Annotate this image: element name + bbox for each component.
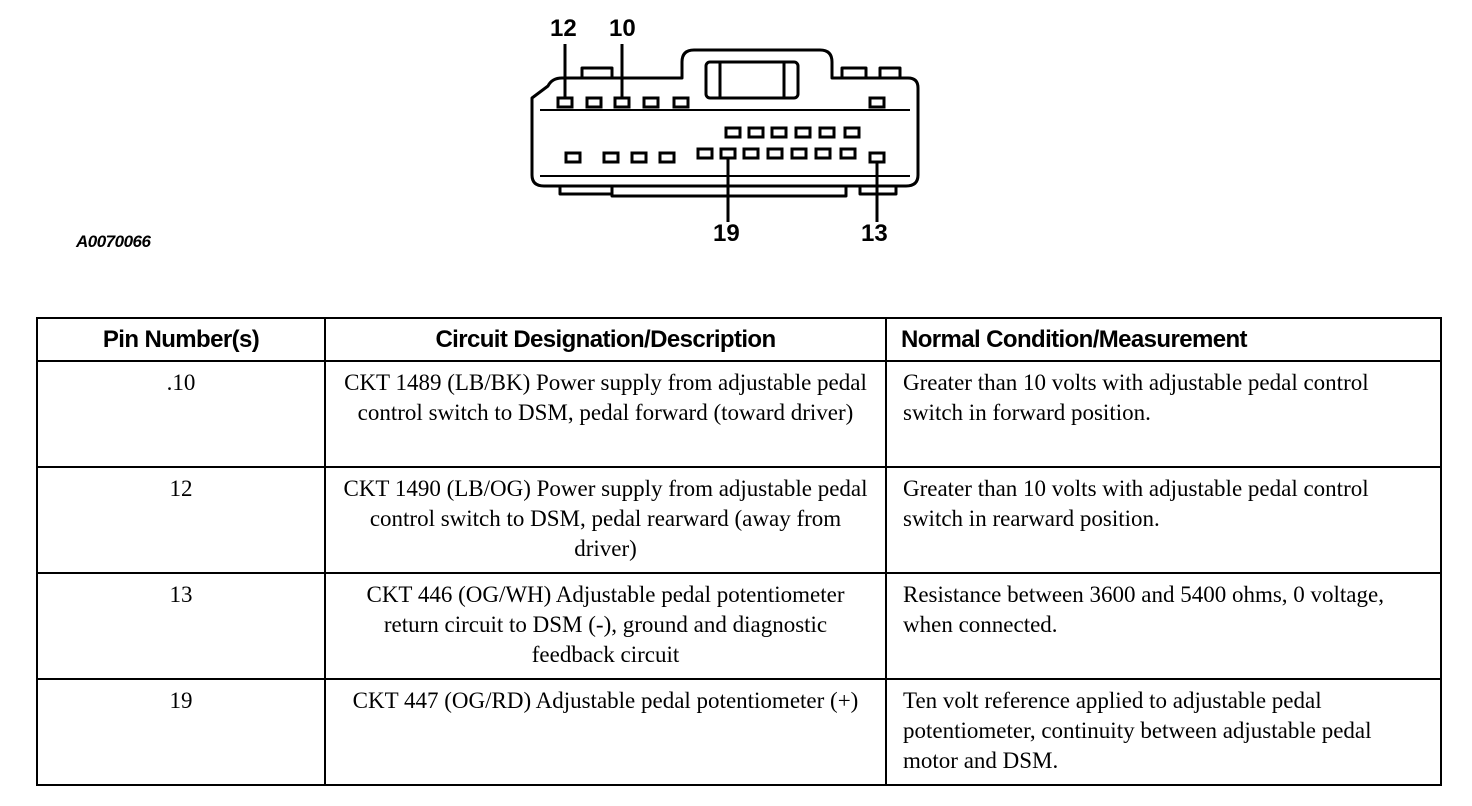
header-row: Pin Number(s) Circuit Designation/Descri… [36,317,1442,362]
pin-cell: .10 [36,360,326,468]
pin-label-10: 10 [609,15,636,42]
condition-cell: Greater than 10 volts with adjustable pe… [885,360,1442,468]
table-row: 12 CKT 1490 (LB/OG) Power supply from ad… [36,466,1442,574]
header-condition: Normal Condition/Measurement [885,317,1442,362]
circuit-cell: CKT 1490 (LB/OG) Power supply from adjus… [324,466,887,574]
pin-label-19: 19 [713,220,740,247]
circuit-cell: CKT 1489 (LB/BK) Power supply from adjus… [324,360,887,468]
pin-label-13: 13 [861,220,888,247]
connector-drawing [530,44,920,222]
pin-cell: 13 [36,572,326,680]
header-circuit: Circuit Designation/Description [324,317,887,362]
condition-cell: Ten volt reference applied to adjustable… [885,678,1442,786]
table-row: .10 CKT 1489 (LB/BK) Power supply from a… [36,360,1442,468]
table-row: 13 CKT 446 (OG/WH) Adjustable pedal pote… [36,572,1442,680]
pin-cell: 12 [36,466,326,574]
pin-label-12: 12 [550,15,577,42]
figure-id: A0070066 [76,232,151,251]
circuit-cell: CKT 446 (OG/WH) Adjustable pedal potenti… [324,572,887,680]
table-row: 19 CKT 447 (OG/RD) Adjustable pedal pote… [36,678,1442,786]
pin-table: Pin Number(s) Circuit Designation/Descri… [36,317,1442,786]
circuit-cell: CKT 447 (OG/RD) Adjustable pedal potenti… [324,678,887,786]
condition-cell: Greater than 10 volts with adjustable pe… [885,466,1442,574]
header-pin-numbers: Pin Number(s) [36,317,326,362]
connector-diagram: 12 10 19 13 [0,0,1472,300]
pin-cell: 19 [36,678,326,786]
condition-cell: Resistance between 3600 and 5400 ohms, 0… [885,572,1442,680]
